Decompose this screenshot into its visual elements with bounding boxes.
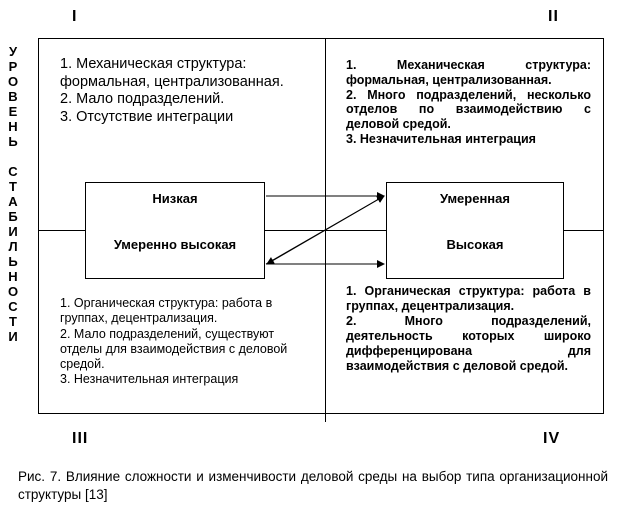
vertical-letter: Н bbox=[8, 119, 18, 134]
quadrant-2-item: 2. Много подразделений, несколько отдело… bbox=[346, 87, 591, 132]
vertical-letter: Р bbox=[8, 59, 18, 74]
quadrant-1-item: 3. Отсутствие интеграции bbox=[60, 109, 234, 126]
vertical-letter: А bbox=[8, 194, 18, 209]
vertical-letter: О bbox=[7, 74, 19, 89]
box-left: Низкая Умеренно высокая bbox=[85, 182, 265, 279]
box-right: Умеренная Высокая bbox=[386, 182, 564, 279]
vertical-letter: Ь bbox=[8, 254, 18, 269]
quadrant-1-item: 2. Мало подразделений. bbox=[60, 91, 225, 108]
quadrant-4-item: 2. Много подразделений, деятельность кот… bbox=[346, 314, 591, 373]
quadrant-3-item: 2. Мало подразделений, существуют отделы… bbox=[60, 326, 288, 372]
quadrant-1-item: 1. Механическая структура: формальная, ц… bbox=[60, 56, 284, 90]
vertical-letter: У bbox=[8, 44, 18, 59]
quadrant-2-item: 1. Механическая структура: формальная, ц… bbox=[346, 58, 591, 87]
vertical-letter: И bbox=[8, 329, 18, 344]
quadrant-label-1: I bbox=[72, 8, 78, 25]
quadrant-label-3: III bbox=[72, 430, 89, 447]
vertical-letter: С bbox=[8, 164, 18, 179]
quadrant-4-text: 1. Органическая структура: работа в груп… bbox=[346, 284, 591, 402]
quadrant-4-item: 1. Органическая структура: работа в груп… bbox=[346, 284, 591, 313]
box-right-bottom-label: Высокая bbox=[446, 237, 504, 252]
vertical-letter: Ь bbox=[8, 134, 18, 149]
vertical-letter: Е bbox=[8, 104, 18, 119]
box-right-top-label: Умеренная bbox=[440, 191, 510, 206]
vertical-letter: В bbox=[8, 89, 18, 104]
quadrant-2-item: 3. Незначительная интеграция bbox=[346, 131, 536, 146]
figure-caption: Рис. 7. Влияние сложности и изменчивости… bbox=[18, 469, 608, 502]
vertical-letter: Н bbox=[8, 269, 18, 284]
quadrant-3-item: 3. Незначительная интеграция bbox=[60, 372, 239, 387]
quadrant-1-text: 1. Механическая структура: формальная, ц… bbox=[60, 56, 310, 154]
vertical-letter: Б bbox=[8, 209, 18, 224]
quadrant-label-2: II bbox=[548, 8, 559, 25]
quadrant-3-text: 1. Органическая структура: работа в груп… bbox=[60, 296, 310, 400]
quadrant-label-4: IV bbox=[543, 430, 561, 447]
vertical-letter: Т bbox=[9, 314, 17, 329]
quadrant-2-text: 1. Механическая структура: формальная, ц… bbox=[346, 58, 591, 164]
box-left-bottom-label: Умеренно высокая bbox=[113, 237, 237, 252]
vertical-letter: Л bbox=[8, 239, 18, 254]
arrow-diagonal-down bbox=[266, 195, 385, 265]
vertical-letter: Т bbox=[9, 179, 17, 194]
box-left-top-label: Низкая bbox=[152, 191, 198, 206]
vertical-letter: С bbox=[8, 299, 18, 314]
quadrant-3-item: 1. Органическая структура: работа в груп… bbox=[60, 296, 273, 326]
vertical-axis-label: У Р О В Е Н Ь С Т А Б И Л Ь Н О С Т И bbox=[6, 44, 20, 344]
vertical-letter: И bbox=[8, 224, 18, 239]
horizontal-divider bbox=[38, 230, 604, 231]
vertical-letter: О bbox=[7, 284, 19, 299]
diagram-frame bbox=[38, 38, 604, 414]
